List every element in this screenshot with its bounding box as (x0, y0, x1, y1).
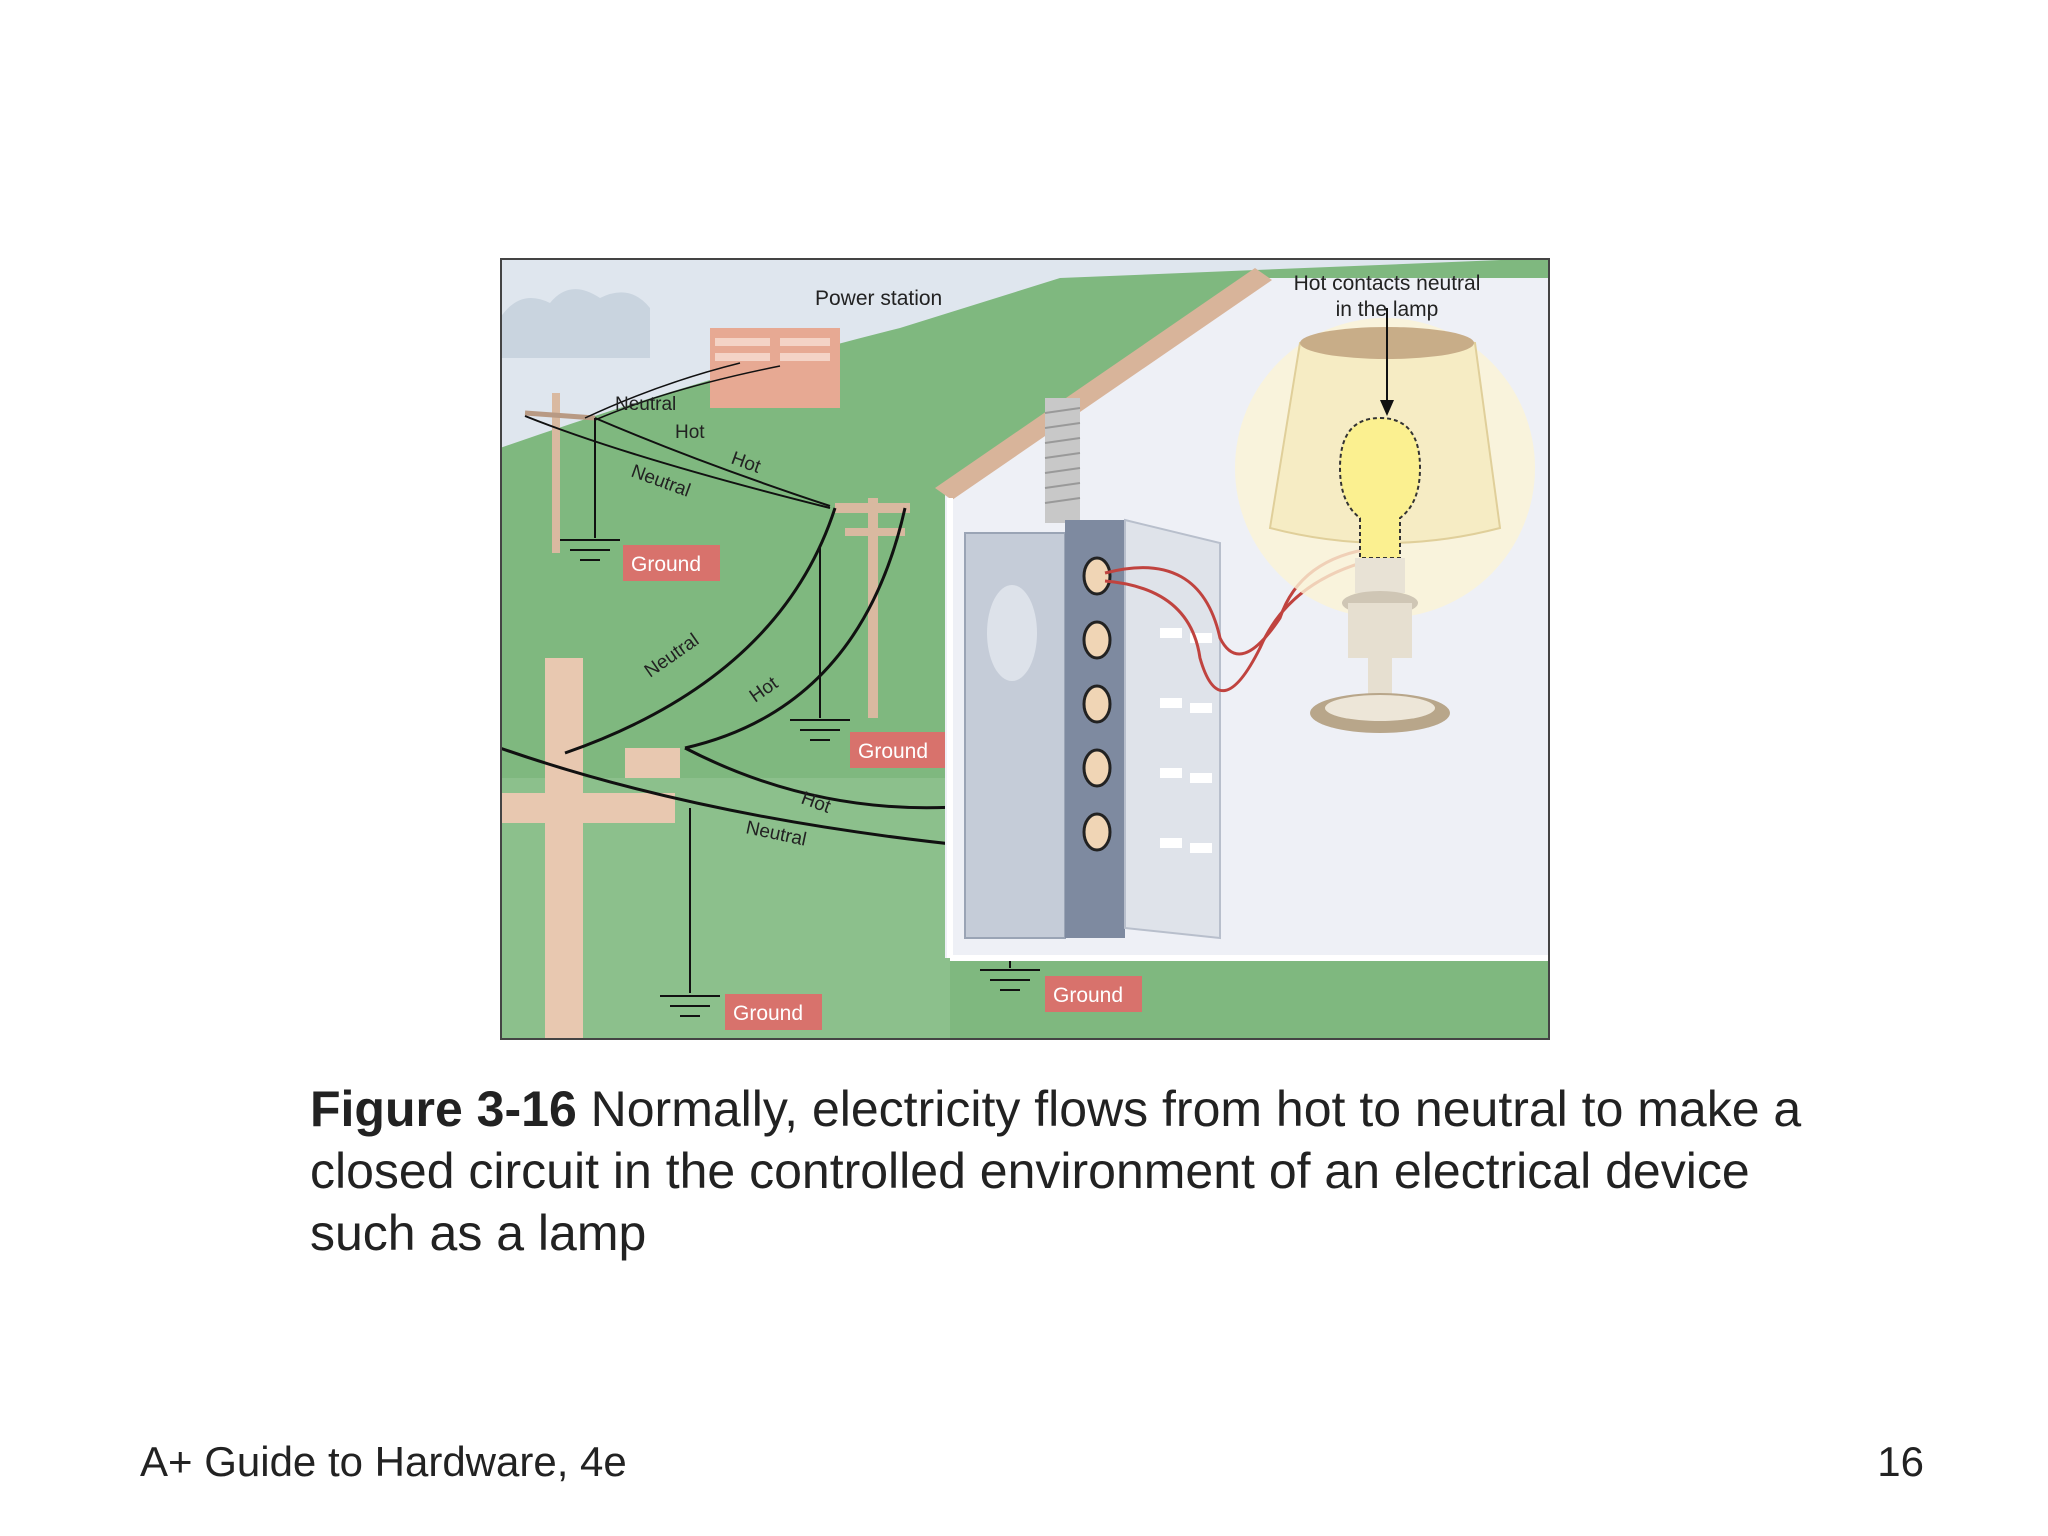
power-station-label: Power station (815, 287, 942, 310)
ground-symbol-4 (980, 969, 1040, 991)
ground-badge-4 (1045, 976, 1142, 1012)
wire-neutral-top (524, 415, 831, 509)
circuit-diagram: Power station (500, 258, 1550, 1040)
wire-label-hot-1: Hot (675, 422, 705, 443)
ground-symbol-2 (790, 719, 850, 741)
figure-caption: Figure 3-16 Normally, electricity flows … (310, 1078, 1850, 1264)
wire-hot-top (594, 417, 831, 507)
figure-border (500, 258, 1550, 1040)
wire-hot-house (684, 746, 971, 810)
ground-badge-1 (623, 545, 720, 581)
wire-label-neutral-1: Neutral (615, 394, 676, 415)
house-roof (935, 268, 1272, 500)
svg-text:Ground: Ground (1053, 984, 1123, 1007)
wire-hot-down (684, 507, 907, 750)
wire-neutral-house (500, 746, 971, 848)
svg-text:Ground: Ground (631, 553, 701, 576)
electrical-circuit-figure: Power station (500, 258, 1550, 1040)
lamp-base (1348, 603, 1412, 658)
breaker-panel-door (1124, 518, 1221, 940)
page-number: 16 (1877, 1438, 1924, 1485)
clouds (500, 289, 650, 358)
svg-text:Ground: Ground (858, 740, 928, 763)
lower-field (500, 778, 950, 1040)
wire-neutral-down (564, 507, 837, 755)
svg-text:Ground: Ground (733, 1002, 803, 1025)
conduit-pipe (1045, 398, 1080, 523)
footer-book-title: A+ Guide to Hardware, 4e (140, 1438, 627, 1485)
ground-symbol-3 (660, 995, 720, 1017)
caption-text: Normally, electricity flows from hot to … (310, 1081, 1802, 1261)
figure-number: Figure 3-16 (310, 1081, 577, 1137)
utility-pole-middle (868, 498, 878, 718)
utility-pole-left (552, 393, 560, 553)
breakers (1082, 556, 1112, 852)
ground-symbol-1 (560, 539, 620, 561)
utility-pole-front (545, 658, 583, 1040)
ground-badge-2 (850, 732, 947, 768)
annotation-line2: in the lamp (1336, 298, 1439, 321)
annotation-line1: Hot contacts neutral (1294, 272, 1481, 295)
light-bulb (1338, 416, 1422, 559)
ground-badge-3 (725, 994, 822, 1030)
